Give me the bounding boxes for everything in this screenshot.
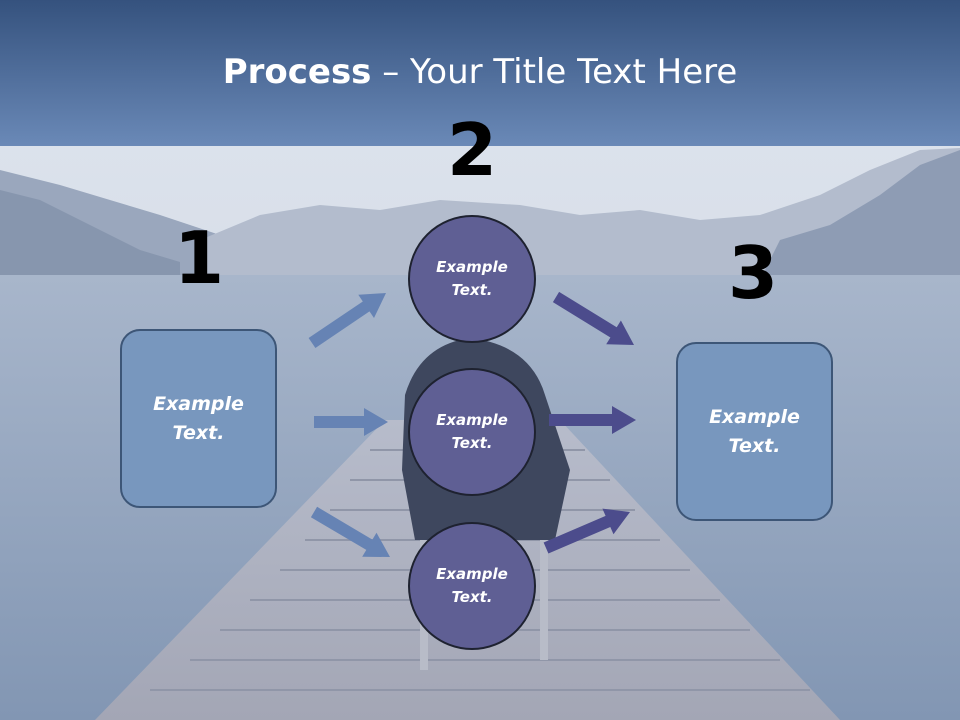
step-number-2: 2 (446, 108, 498, 192)
title-rest: – Your Title Text Here (371, 52, 738, 92)
circle-top-text: Example Text. (436, 258, 508, 299)
right-box: Example Text. (676, 342, 833, 521)
left-box: Example Text. (120, 329, 277, 508)
right-box-text: Example Text. (709, 405, 800, 457)
title-bold: Process (222, 52, 372, 92)
step-number-1: 1 (173, 216, 225, 300)
circle-bottom-text: Example Text. (436, 565, 508, 606)
circle-middle-text: Example Text. (436, 411, 508, 452)
left-box-text: Example Text. (153, 392, 244, 444)
circle-top: Example Text. (408, 215, 536, 343)
circle-middle: Example Text. (408, 368, 536, 496)
circle-bottom: Example Text. (408, 522, 536, 650)
slide-title: Process – Your Title Text Here (0, 52, 960, 92)
step-number-3: 3 (727, 231, 779, 315)
